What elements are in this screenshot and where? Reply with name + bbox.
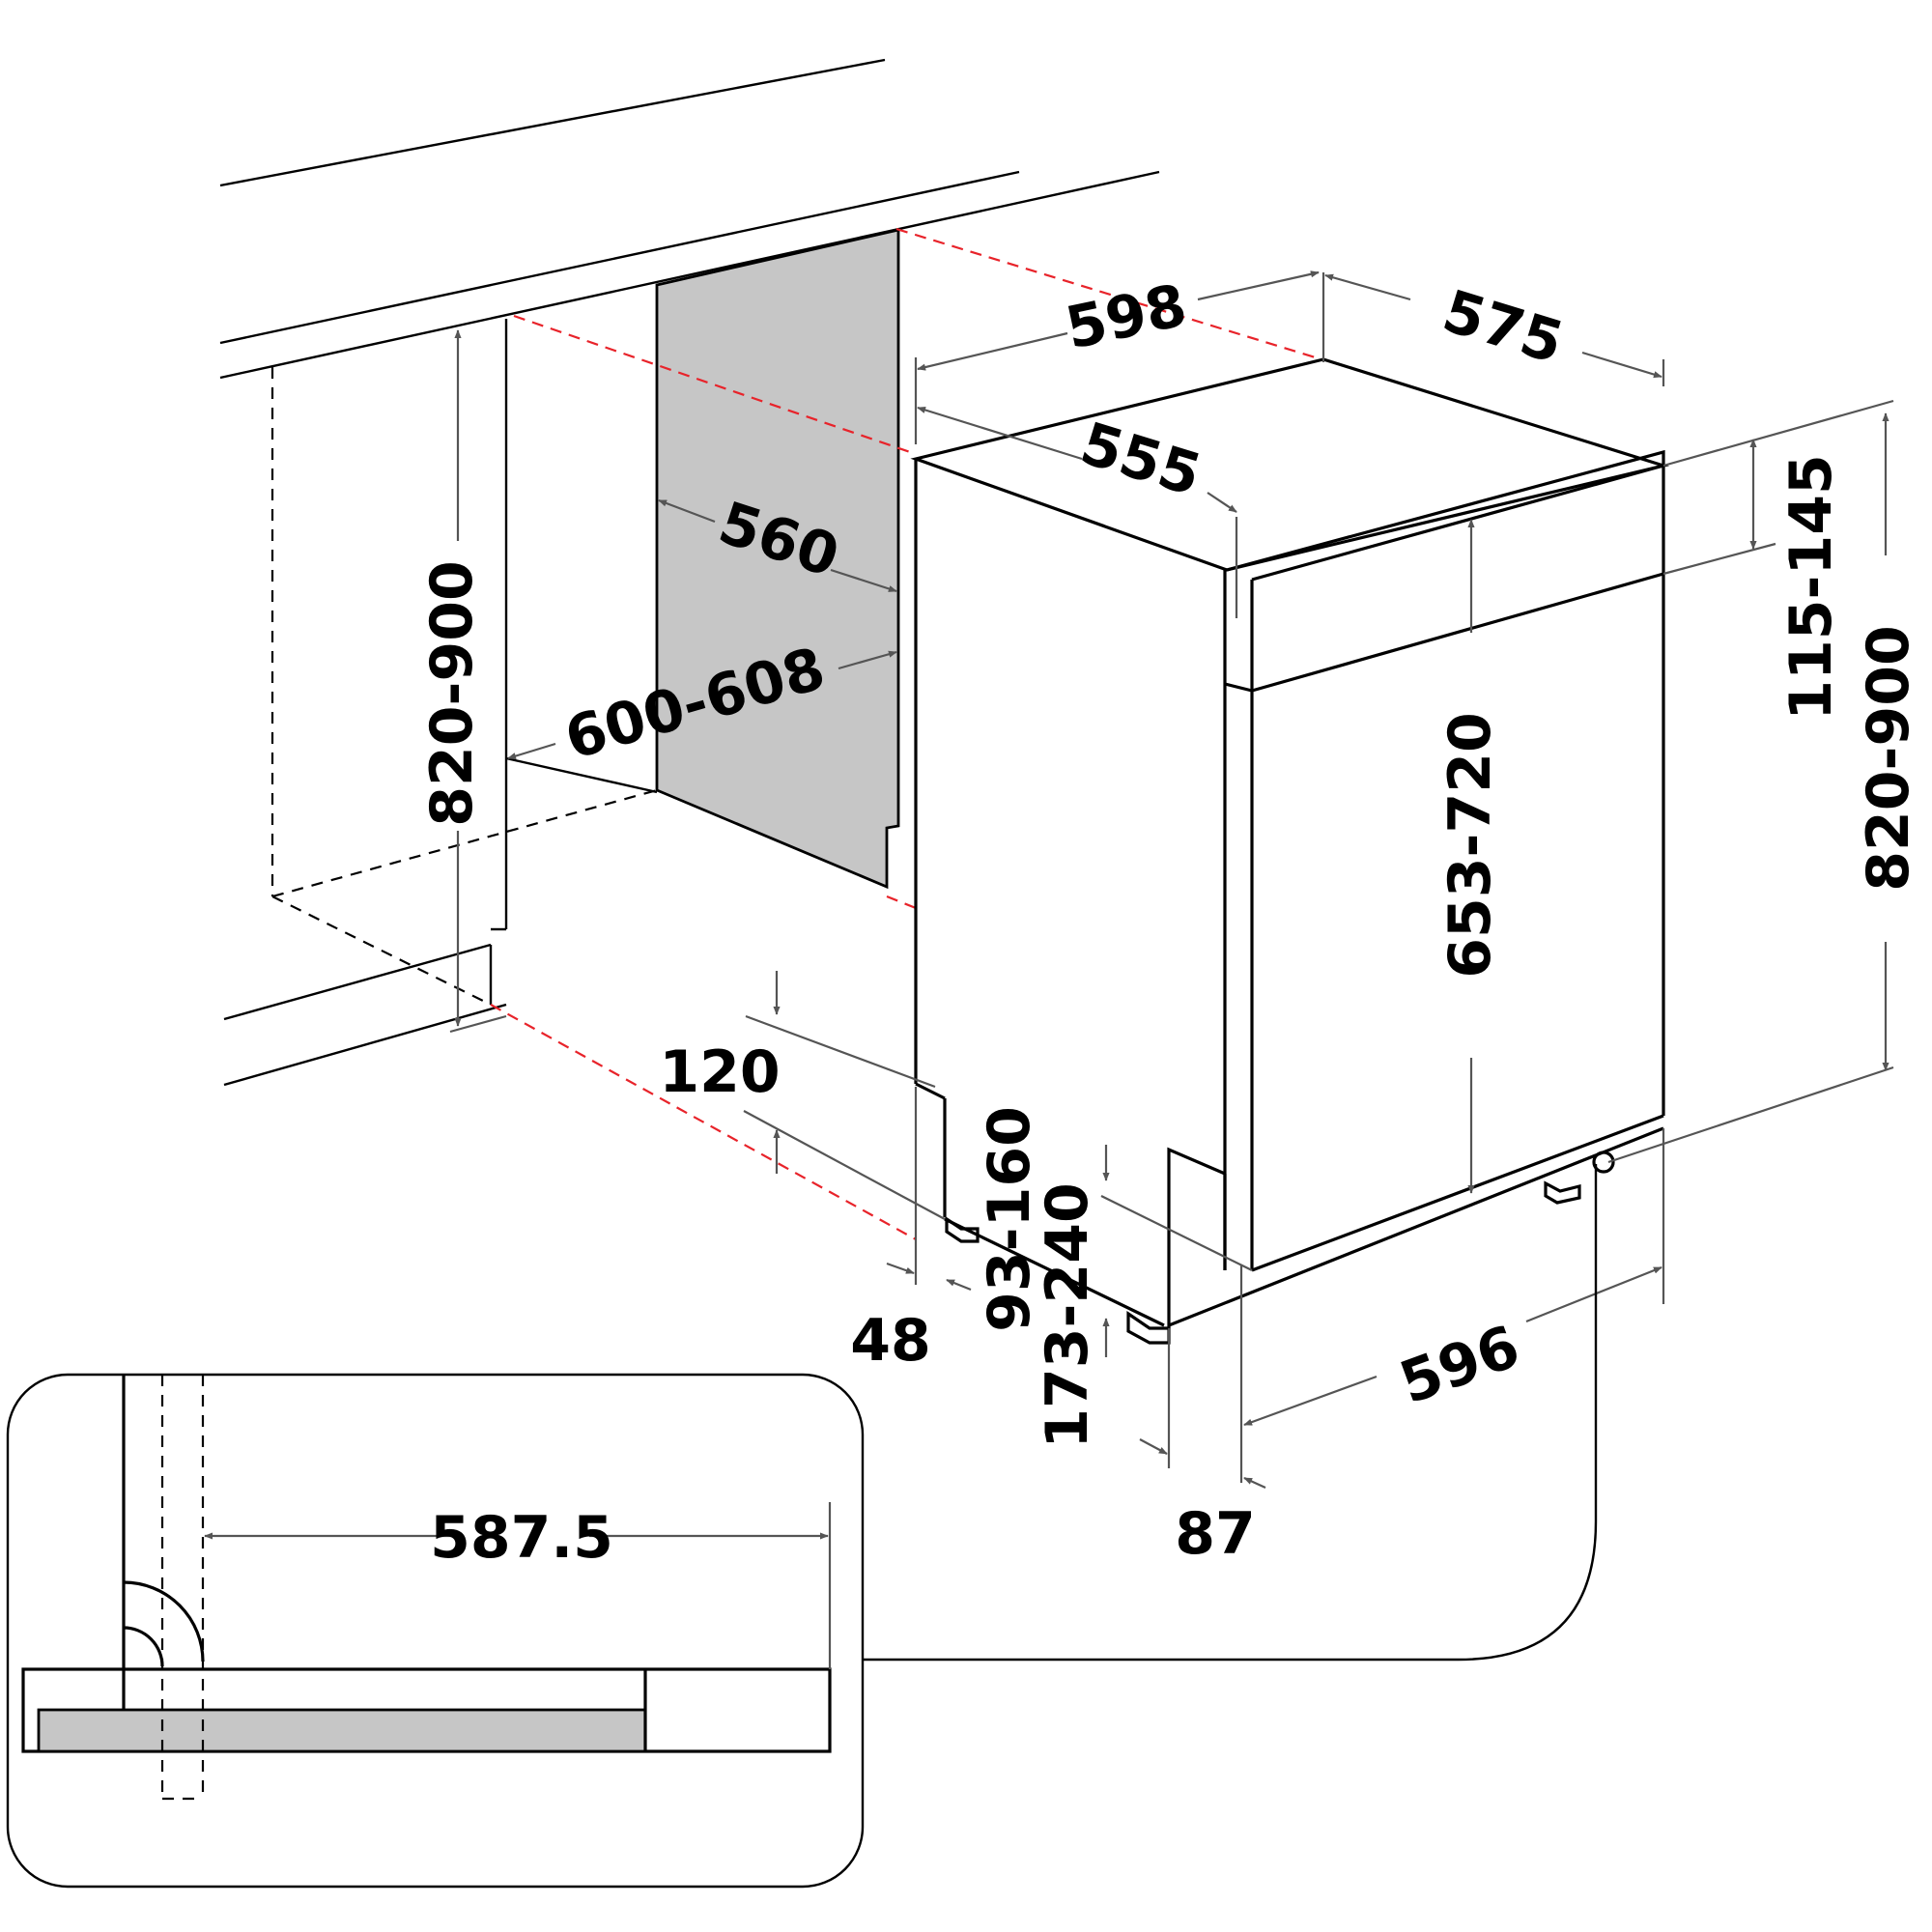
label-115-145: 115-145: [1777, 454, 1845, 720]
label-173-240: 173-240: [1034, 1182, 1101, 1448]
label-height-820-900-right: 820-900: [1855, 625, 1922, 891]
worktop-lines: [219, 58, 1160, 1087]
detail-inset: [6, 1164, 1598, 1889]
label-93-160: 93-160: [976, 1106, 1043, 1332]
label-niche-height-820-900: 820-900: [418, 560, 486, 826]
label-120: 120: [659, 1038, 780, 1106]
label-48: 48: [850, 1307, 931, 1375]
dimension-lines: [449, 270, 1894, 1490]
label-653-720: 653-720: [1436, 712, 1504, 978]
label-width-598: 598: [1060, 271, 1192, 363]
label-depth-555: 555: [1073, 410, 1208, 510]
guide-lines: [490, 227, 1322, 1240]
dimension-labels: 598 575 555 560 600-608 820-900 120 48 9…: [418, 271, 1922, 1572]
dishwasher-body: [910, 357, 1670, 1328]
label-depth-575: 575: [1435, 277, 1571, 378]
label-87: 87: [1175, 1500, 1256, 1568]
label-596: 596: [1391, 1313, 1528, 1418]
niche-hidden-outline: [270, 367, 658, 1006]
label-587-5: 587.5: [430, 1504, 613, 1572]
